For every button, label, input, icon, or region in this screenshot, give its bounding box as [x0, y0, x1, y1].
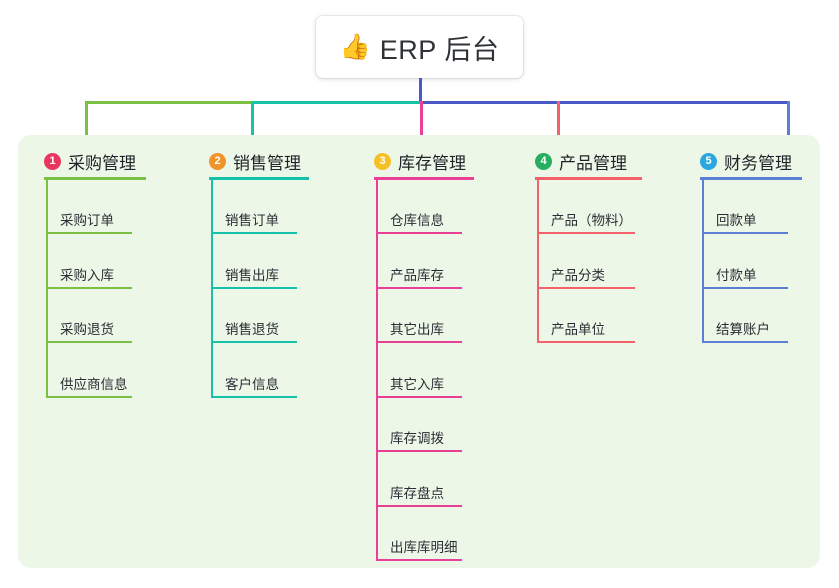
leaf-underline [376, 450, 462, 452]
trunk-segment-3 [420, 101, 789, 104]
branch-header-5[interactable]: 5 财务管理 [700, 149, 792, 174]
branch-title: 财务管理 [724, 154, 792, 173]
branch-spine-2 [211, 180, 213, 398]
leaf-underline [46, 286, 132, 289]
branch-title: 库存管理 [398, 154, 466, 173]
leaf-underline [702, 341, 788, 343]
root-title: ERP 后台 [379, 34, 500, 65]
leaf-underline [537, 341, 635, 343]
leaf-item[interactable]: 结算账户 [716, 322, 770, 337]
leaf-underline [537, 286, 635, 289]
branch-header-4[interactable]: 4 产品管理 [535, 149, 627, 174]
branches-panel [18, 135, 820, 568]
leaf-underline [702, 286, 788, 289]
root-stem-line [419, 78, 422, 103]
leaf-underline [376, 504, 462, 507]
leaf-underline [376, 395, 462, 398]
branch-title: 销售管理 [233, 154, 301, 173]
leaf-underline [46, 232, 132, 234]
leaf-item[interactable]: 采购入库 [60, 267, 114, 283]
branch-spine-5 [702, 180, 704, 343]
branch-title: 采购管理 [68, 154, 136, 173]
branch-drop-line-5 [787, 101, 790, 143]
branch-number-badge: 5 [700, 153, 717, 170]
leaf-item[interactable]: 采购订单 [60, 213, 114, 228]
leaf-item[interactable]: 供应商信息 [60, 376, 128, 392]
leaf-underline [702, 232, 788, 234]
leaf-underline [46, 395, 132, 398]
thumbs-up-icon: 👍 [339, 32, 371, 61]
branch-spine-4 [537, 180, 539, 343]
leaf-underline [376, 232, 462, 234]
branch-drop-line-4 [557, 101, 560, 143]
leaf-item[interactable]: 产品单位 [551, 322, 605, 337]
branch-number-badge: 1 [44, 153, 61, 170]
branch-header-2[interactable]: 2 销售管理 [209, 149, 301, 174]
leaf-underline [46, 341, 132, 343]
leaf-underline [376, 286, 462, 289]
trunk-segment-1 [85, 101, 251, 104]
leaf-item[interactable]: 其它出库 [390, 322, 444, 337]
leaf-underline [211, 286, 297, 289]
branch-title: 产品管理 [559, 154, 627, 173]
branch-drop-line-3 [420, 101, 423, 143]
branch-spine-3 [376, 180, 378, 561]
leaf-item[interactable]: 仓库信息 [390, 213, 444, 228]
leaf-item[interactable]: 销售订单 [225, 213, 279, 228]
branch-underline-4 [535, 177, 642, 180]
leaf-underline [376, 559, 462, 561]
branch-number-badge: 4 [535, 153, 552, 170]
leaf-item[interactable]: 产品（物料） [551, 213, 632, 228]
trunk-segment-2 [251, 101, 420, 104]
branch-underline-5 [700, 177, 802, 180]
branch-header-1[interactable]: 1 采购管理 [44, 149, 136, 174]
leaf-underline [211, 232, 297, 234]
branch-number-badge: 2 [209, 153, 226, 170]
root-node[interactable]: 👍 ERP 后台 [316, 16, 523, 78]
leaf-item[interactable]: 销售出库 [225, 267, 279, 283]
leaf-item[interactable]: 客户信息 [225, 376, 279, 392]
leaf-underline [376, 341, 462, 343]
branch-underline-1 [44, 177, 146, 180]
branch-underline-2 [209, 177, 309, 180]
leaf-underline [537, 232, 635, 234]
branch-drop-line-2 [251, 101, 254, 143]
leaf-item[interactable]: 回款单 [716, 213, 757, 228]
leaf-item[interactable]: 采购退货 [60, 322, 114, 337]
leaf-item[interactable]: 其它入库 [390, 376, 444, 392]
branch-drop-line-1 [85, 101, 88, 143]
leaf-item[interactable]: 产品库存 [390, 267, 444, 283]
leaf-item[interactable]: 库存调拨 [390, 431, 444, 446]
branch-spine-1 [46, 180, 48, 398]
branch-header-3[interactable]: 3 库存管理 [374, 149, 466, 174]
leaf-item[interactable]: 销售退货 [225, 322, 279, 337]
branch-number-badge: 3 [374, 153, 391, 170]
leaf-item[interactable]: 出库库明细 [390, 540, 458, 555]
branch-underline-3 [374, 177, 474, 180]
leaf-item[interactable]: 库存盘点 [390, 485, 444, 501]
leaf-item[interactable]: 付款单 [716, 267, 757, 283]
leaf-item[interactable]: 产品分类 [551, 267, 605, 283]
leaf-underline [211, 395, 297, 398]
leaf-underline [211, 341, 297, 343]
